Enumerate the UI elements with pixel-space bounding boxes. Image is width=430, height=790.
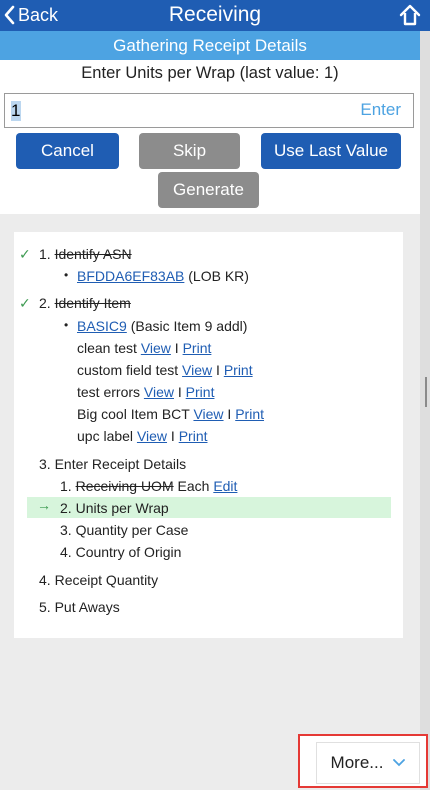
check-icon: ✓ xyxy=(19,246,31,262)
asn-link[interactable]: BFDDA6EF83AB xyxy=(77,268,185,284)
arrow-right-icon: → xyxy=(37,497,51,513)
skip-button[interactable]: Skip xyxy=(139,133,240,169)
back-button[interactable]: Back xyxy=(3,3,58,27)
subheader: Gathering Receipt Details xyxy=(0,31,420,60)
edit-link[interactable]: Edit xyxy=(213,478,238,494)
doc-row: clean test View I Print xyxy=(77,340,211,356)
doc-name: upc label xyxy=(77,428,134,444)
step-label: Put Aways xyxy=(54,599,120,615)
step-number: 1. xyxy=(39,246,51,262)
doc-row: upc label View I Print xyxy=(77,428,208,444)
doc-name: custom field test xyxy=(77,362,179,378)
doc-name: test errors xyxy=(77,384,141,400)
step-identify-item: 2. Identify Item xyxy=(39,295,131,311)
step-number: 2. xyxy=(39,295,51,311)
bullet-icon: • xyxy=(64,268,69,282)
more-button[interactable]: More... xyxy=(316,742,420,784)
substep-label: Country of Origin xyxy=(75,544,182,560)
asn-extra: (LOB KR) xyxy=(184,268,249,284)
substep-receiving-uom: 1. Receiving UOM Each Edit xyxy=(60,478,237,494)
item-link[interactable]: BASIC9 xyxy=(77,318,127,334)
step-number: 4. xyxy=(39,572,51,588)
scrollbar[interactable] xyxy=(420,31,430,790)
substep-units-per-wrap: 2. Units per Wrap xyxy=(60,500,169,516)
print-link[interactable]: Print xyxy=(223,362,253,378)
page-title: Receiving xyxy=(168,3,262,26)
step-label: Identify Item xyxy=(54,295,131,311)
substep-label: Units per Wrap xyxy=(75,500,169,516)
cancel-button[interactable]: Cancel xyxy=(16,133,119,169)
print-link[interactable]: Print xyxy=(185,384,215,400)
entry-box: Enter xyxy=(4,93,414,128)
use-last-value-button[interactable]: Use Last Value xyxy=(261,133,401,169)
doc-row: custom field test View I Print xyxy=(77,362,253,378)
view-link[interactable]: View xyxy=(182,362,213,378)
enter-button[interactable]: Enter xyxy=(360,100,401,119)
step-identify-asn: 1. Identify ASN xyxy=(39,246,132,262)
item-extra: (Basic Item 9 addl) xyxy=(126,318,248,334)
step-number: 5. xyxy=(39,599,51,615)
units-per-wrap-input[interactable] xyxy=(11,98,341,124)
step-number: 3. xyxy=(39,456,51,472)
print-link[interactable]: Print xyxy=(178,428,208,444)
substep-label: Receiving UOM xyxy=(75,478,174,494)
step-label: Identify ASN xyxy=(54,246,132,262)
bullet-icon: • xyxy=(64,318,69,332)
back-label: Back xyxy=(18,4,59,25)
scroll-handle[interactable] xyxy=(425,377,427,407)
doc-name: clean test xyxy=(77,340,137,356)
header-bar: Back Receiving xyxy=(0,0,430,31)
substep-country-of-origin: 4. Country of Origin xyxy=(60,544,181,560)
active-step-highlight xyxy=(27,497,391,518)
view-link[interactable]: View xyxy=(193,406,224,422)
doc-name: Big cool Item BCT xyxy=(77,406,190,422)
separator: I xyxy=(174,384,186,400)
substep-number: 4. xyxy=(60,544,72,560)
chevron-down-icon xyxy=(393,759,406,767)
entry-prompt: Enter Units per Wrap (last value: 1) xyxy=(81,64,339,82)
substep-number: 1. xyxy=(60,478,72,494)
substep-value: Each xyxy=(173,478,214,494)
generate-button[interactable]: Generate xyxy=(158,172,259,208)
steps-panel xyxy=(14,232,403,638)
step-receipt-quantity: 4. Receipt Quantity xyxy=(39,572,158,588)
step-label: Enter Receipt Details xyxy=(54,456,187,472)
print-link[interactable]: Print xyxy=(235,406,265,422)
chevron-left-icon xyxy=(4,5,15,25)
more-label: More... xyxy=(330,753,384,772)
separator: I xyxy=(170,340,183,356)
step-enter-receipt-details: 3. Enter Receipt Details xyxy=(39,456,186,472)
substep-quantity-per-case: 3. Quantity per Case xyxy=(60,522,188,538)
asn-row: BFDDA6EF83AB (LOB KR) xyxy=(77,268,249,284)
item-row: BASIC9 (Basic Item 9 addl) xyxy=(77,318,247,334)
doc-row: test errors View I Print xyxy=(77,384,214,400)
print-link[interactable]: Print xyxy=(182,340,212,356)
separator: I xyxy=(212,362,224,378)
check-icon: ✓ xyxy=(19,295,31,311)
substep-number: 2. xyxy=(60,500,72,516)
home-arrow-icon[interactable] xyxy=(398,3,422,27)
substep-label: Quantity per Case xyxy=(75,522,189,538)
separator: I xyxy=(167,428,179,444)
more-highlight-frame: More... xyxy=(298,734,428,788)
step-put-aways: 5. Put Aways xyxy=(39,599,120,615)
view-link[interactable]: View xyxy=(136,428,168,444)
step-label: Receipt Quantity xyxy=(54,572,159,588)
separator: I xyxy=(223,406,236,422)
doc-row: Big cool Item BCT View I Print xyxy=(77,406,264,422)
view-link[interactable]: View xyxy=(140,340,171,356)
view-link[interactable]: View xyxy=(143,384,174,400)
substep-number: 3. xyxy=(60,522,72,538)
